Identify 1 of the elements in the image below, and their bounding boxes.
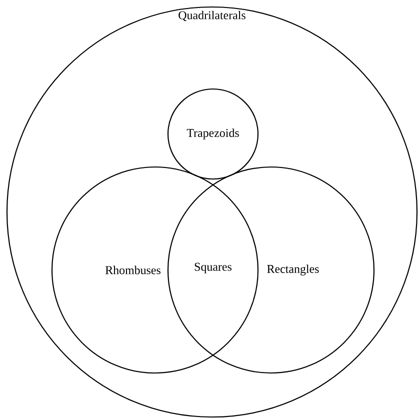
region-label: Squares bbox=[194, 262, 232, 274]
